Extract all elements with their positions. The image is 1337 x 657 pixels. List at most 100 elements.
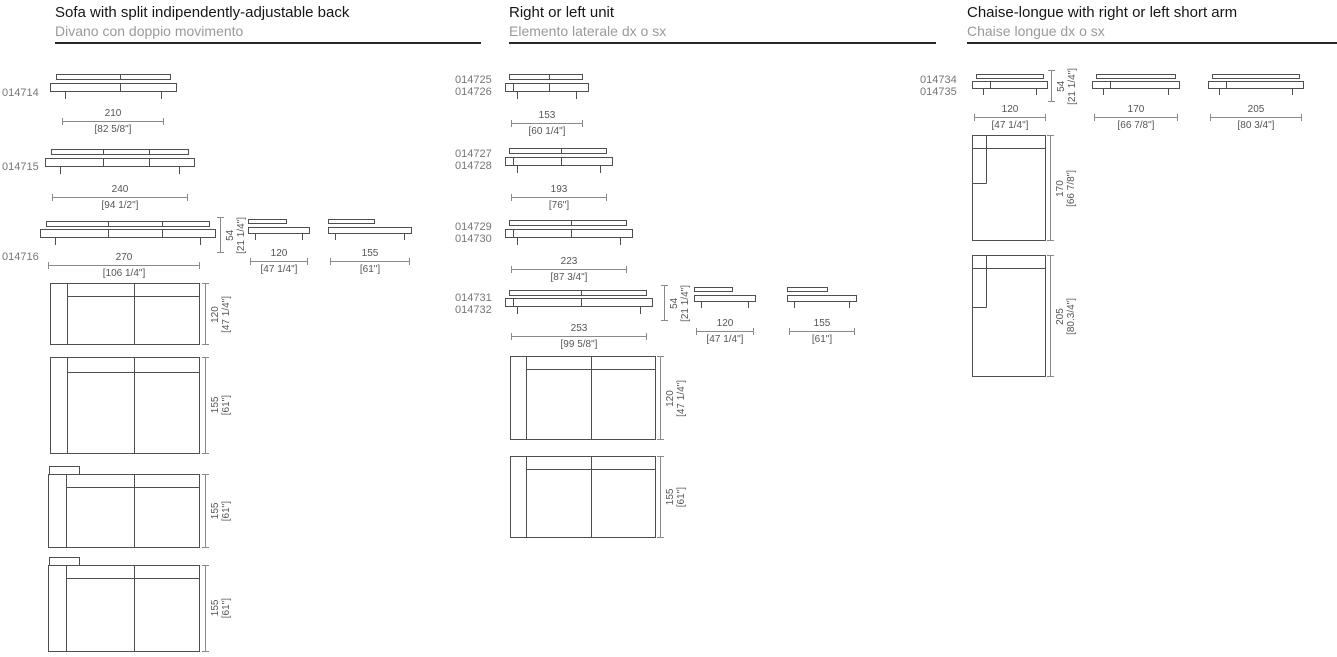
dimension-label: 54 [21 1/4"] xyxy=(669,285,691,322)
sofa-plan-view xyxy=(50,283,200,345)
product-code: 014735 xyxy=(920,86,957,98)
dimension-label: 155 [61"] xyxy=(210,501,232,521)
dimension-label: 120 [47 1/4"] xyxy=(665,380,687,417)
dimension-line xyxy=(511,194,607,201)
dimension-line xyxy=(202,565,209,652)
dimension-line xyxy=(974,114,1046,121)
product-code: 014729 xyxy=(455,221,492,233)
product-codes: 014731 014732 xyxy=(455,292,492,316)
depth-dimension: 155 [61"] xyxy=(202,357,232,454)
sofa-side-view xyxy=(328,219,412,240)
product-codes: 014725 014726 xyxy=(455,74,492,98)
dimension-inches: [80.3/4"] xyxy=(1066,297,1077,335)
dimension-line xyxy=(202,474,209,548)
chaise-plan-view xyxy=(972,135,1046,241)
dimension-cm: 54 xyxy=(225,229,236,241)
dimension-inches: [94 1/2"] xyxy=(101,200,139,211)
dimension-line xyxy=(202,283,209,345)
dimension-cm: 240 xyxy=(111,184,129,195)
width-dimension: 253 [99 5/8"] xyxy=(511,323,647,350)
dimension-cm: 155 xyxy=(210,600,221,617)
depth-dimension: 155 [61"] xyxy=(330,248,410,275)
dimension-cm: 120 xyxy=(716,318,734,329)
sofa-front-view xyxy=(50,74,177,99)
sofa-side-view xyxy=(248,219,310,240)
height-dimension: 54 [21 1/4"] xyxy=(661,285,691,322)
width-dimension: 170 [66 7/8"] xyxy=(1094,104,1178,131)
dimension-line xyxy=(657,356,664,440)
dimension-line xyxy=(250,258,308,265)
dimension-inches: [47 1/4"] xyxy=(260,264,298,275)
dimension-line xyxy=(511,333,647,340)
unit-side-view xyxy=(694,287,756,308)
dimension-line xyxy=(696,328,754,335)
dimension-inches: [61"] xyxy=(811,334,833,345)
dimension-cm: 270 xyxy=(115,252,133,263)
dimension-line xyxy=(1048,70,1055,102)
dimension-inches: [60 1/4"] xyxy=(528,126,566,137)
sofa-plan-view xyxy=(48,466,200,548)
dimension-line xyxy=(1047,255,1054,377)
depth-dimension: 120 [47 1/4"] xyxy=(696,318,754,345)
dimension-cm: 120 xyxy=(270,248,288,259)
unit-front-view xyxy=(505,74,589,99)
dimension-inches: [66 7/8"] xyxy=(1117,120,1155,131)
dimension-cm: 155 xyxy=(210,502,221,520)
unit-front-view xyxy=(505,220,633,245)
product-code: 014727 xyxy=(455,148,492,160)
width-dimension: 223 [87 3/4"] xyxy=(511,256,627,283)
dimension-cm: 193 xyxy=(550,184,568,195)
width-dimension: 153 [60 1/4"] xyxy=(511,110,583,137)
dimension-inches: [61"] xyxy=(221,395,232,416)
depth-dimension: 155 [61"] xyxy=(202,474,232,548)
width-dimension: 210 [82 5/8"] xyxy=(62,108,164,135)
unit-front-view xyxy=(505,290,653,314)
dimension-line xyxy=(48,262,200,269)
dimension-label: 205 [80.3/4"] xyxy=(1055,298,1077,335)
dimension-cm: 120 xyxy=(665,389,676,407)
dimension-line xyxy=(511,120,583,127)
product-codes: 014734 014735 xyxy=(920,74,957,98)
width-dimension: 205 [80 3/4"] xyxy=(1210,104,1302,131)
dimension-label: 170 [66 7/8"] xyxy=(1055,170,1077,207)
dimension-inches: [66 7/8"] xyxy=(1066,169,1077,207)
height-dimension: 54 [21 1/4"] xyxy=(1048,68,1078,104)
sofa-plan-view xyxy=(48,557,200,652)
depth-dimension: 155 [61"] xyxy=(789,318,855,345)
product-code: 014725 xyxy=(455,74,492,86)
chaise-front-view xyxy=(1208,74,1304,95)
dimension-inches: [80 3/4"] xyxy=(1237,120,1275,131)
dimension-cm: 253 xyxy=(570,323,588,334)
dimension-line xyxy=(1094,114,1178,121)
dimension-line xyxy=(62,118,164,125)
unit-plan-view xyxy=(510,456,656,538)
header-rule xyxy=(55,42,481,44)
dimension-inches: [82 5/8"] xyxy=(94,124,132,135)
width-dimension: 270 [106 1/4"] xyxy=(48,252,200,279)
depth-dimension: 120 [47 1/4"] xyxy=(250,248,308,275)
dimension-cm: 54 xyxy=(669,297,680,309)
product-code: 014714 xyxy=(2,87,39,99)
depth-dimension: 155 [61"] xyxy=(657,456,687,538)
dimension-line xyxy=(1210,114,1302,121)
dimension-inches: [106 1/4"] xyxy=(102,268,146,279)
dimension-label: 155 [61"] xyxy=(210,598,232,618)
dimension-cm: 170 xyxy=(1127,104,1145,115)
dimension-cm: 210 xyxy=(104,108,122,119)
sofa-front-view xyxy=(45,149,195,174)
product-code: 014731 xyxy=(455,292,492,304)
unit-front-view xyxy=(505,148,613,173)
depth-dimension: 155 [61"] xyxy=(202,565,232,652)
dimension-inches: [61"] xyxy=(359,264,381,275)
dimension-line xyxy=(657,456,664,538)
unit-side-view xyxy=(787,287,857,308)
dimension-cm: 153 xyxy=(538,110,556,121)
header-rule xyxy=(967,42,1337,44)
dimension-line xyxy=(52,194,188,201)
dimension-cm: 155 xyxy=(813,318,831,329)
sofa-front-view xyxy=(40,221,216,245)
product-codes: 014729 014730 xyxy=(455,221,492,245)
product-code: 014726 xyxy=(455,86,492,98)
column-title-en: Sofa with split indipendently-adjustable… xyxy=(55,4,350,21)
